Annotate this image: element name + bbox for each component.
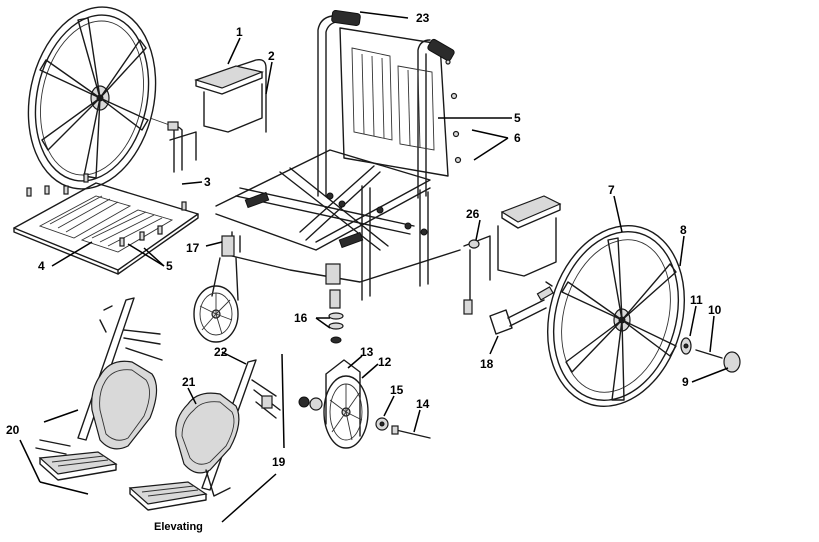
callout-21: 21	[182, 375, 196, 389]
callout-12: 12	[378, 355, 392, 369]
callout-6: 6	[514, 131, 521, 145]
left-legrest	[35, 297, 163, 481]
leader-lines	[19, 11, 729, 523]
callout-2: 2	[268, 49, 275, 63]
right-legrest	[128, 359, 281, 511]
right-armrest	[469, 195, 562, 277]
left-rear-wheel	[27, 6, 179, 190]
callout-18: 18	[480, 357, 494, 371]
callout-1: 1	[236, 25, 243, 39]
callout-9: 9	[682, 375, 689, 389]
callout-26: 26	[466, 207, 480, 221]
callout-7: 7	[608, 183, 615, 197]
callout-13: 13	[360, 345, 374, 359]
bushing	[468, 239, 480, 249]
callout-5a: 5	[166, 259, 173, 273]
callout-8: 8	[680, 223, 687, 237]
caption-elevating: Elevating	[154, 521, 203, 533]
callout-3: 3	[204, 175, 211, 189]
callout-5b: 5	[514, 111, 521, 125]
callout-22: 22	[214, 345, 228, 359]
callout-10: 10	[708, 303, 722, 317]
callout-11: 11	[690, 293, 703, 307]
callout-20: 20	[6, 423, 20, 437]
callout-labels: 1 2 3 4 5 5 6 7 8 9 10 11 12 13 14 15 16…	[6, 11, 722, 533]
callout-19: 19	[272, 455, 286, 469]
left-front-caster	[193, 235, 239, 343]
callout-23: 23	[416, 11, 430, 25]
right-rear-wheel	[546, 225, 741, 407]
callout-16: 16	[294, 311, 308, 325]
left-armrest	[167, 58, 267, 173]
main-frame	[215, 9, 491, 315]
callout-4: 4	[38, 259, 45, 273]
callout-17: 17	[186, 241, 200, 255]
callout-14: 14	[416, 397, 430, 411]
seat-pan	[13, 173, 199, 275]
center-front-caster	[298, 263, 431, 449]
callout-15: 15	[390, 383, 404, 397]
wheel-lock	[489, 281, 554, 335]
